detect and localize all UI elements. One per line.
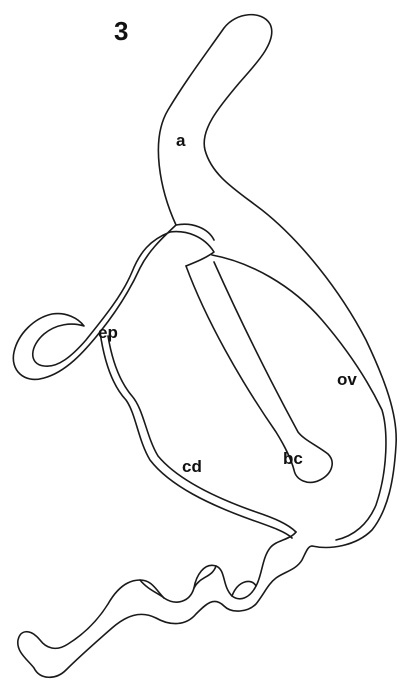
label-oviduct: ov <box>337 370 357 389</box>
convoluted-duct-outline <box>18 532 312 677</box>
copulatory-duct-outline <box>100 332 292 538</box>
label-atrium: a <box>176 131 186 150</box>
epiphallus-outline <box>13 225 176 379</box>
bursa-copulatrix-outline <box>186 262 332 482</box>
copulatory-duct-outline-inner <box>108 336 296 532</box>
figure-number: 3 <box>114 16 128 46</box>
junction-fold <box>170 224 214 266</box>
label-epiphallus: ep <box>98 323 118 342</box>
oviduct-inner-outline <box>212 255 386 540</box>
coil-detail <box>140 566 256 598</box>
label-bursa-copulatrix: bc <box>283 449 303 468</box>
label-copulatory-duct: cd <box>182 457 202 476</box>
